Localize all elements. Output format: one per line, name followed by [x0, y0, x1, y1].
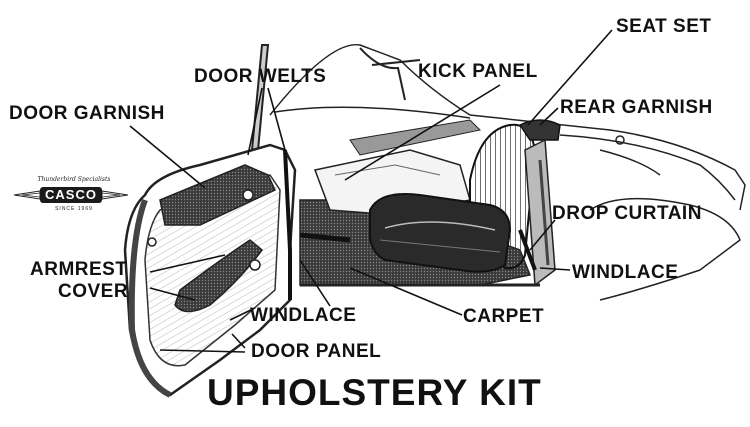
label-kick-panel: KICK PANEL: [418, 61, 538, 82]
leader-windlace-center-1: [229, 307, 256, 321]
leader-windlace-right: [539, 267, 571, 271]
drop-curtain-shape: [518, 138, 556, 287]
leader-door-panel-2: [159, 349, 246, 353]
label-carpet: CARPET: [463, 306, 545, 327]
logo-left-wing: [14, 190, 40, 200]
leader-kick-panel: [344, 84, 501, 181]
logo-brand: CASCO: [40, 187, 102, 203]
logo-right-wing: [102, 190, 128, 200]
leader-door-welts-1: [247, 87, 263, 156]
casco-logo: Thunderbird Specialists CASCO SINCE 1969: [12, 176, 132, 220]
door-welt-shape: [283, 149, 292, 300]
car-body: [269, 43, 746, 301]
leader-lines: [129, 29, 613, 353]
leader-carpet: [349, 267, 463, 316]
label-door-welts: DOOR WELTS: [194, 66, 327, 87]
label-door-panel: DOOR PANEL: [251, 341, 382, 362]
leader-windlace-center-2: [299, 259, 331, 307]
label-windlace-right: WINDLACE: [572, 262, 679, 283]
logo-since: SINCE 1969: [55, 206, 93, 212]
label-rear-garnish: REAR GARNISH: [560, 97, 713, 118]
leader-door-garnish: [129, 125, 206, 189]
label-seat-set: SEAT SET: [616, 16, 712, 37]
label-armrest: ARMREST: [30, 259, 128, 280]
label-windlace-center: WINDLACE: [250, 305, 357, 326]
leader-door-welts-2: [267, 87, 286, 151]
label-drop-curtain: DROP CURTAIN: [552, 203, 702, 224]
armrest-shape: [174, 239, 264, 313]
diagram-title: UPHOLSTERY KIT: [207, 372, 542, 413]
logo-tagline: Thunderbird Specialists: [37, 176, 111, 183]
leader-door-panel-1: [231, 333, 246, 349]
leader-rear-garnish: [539, 107, 559, 126]
door-assembly: [123, 143, 297, 398]
label-door-garnish: DOOR GARNISH: [9, 103, 165, 124]
door-garnish-shape: [159, 164, 276, 226]
leader-armrest-2: [149, 287, 196, 301]
leader-seat-set: [527, 29, 613, 126]
label-cover: COVER: [58, 281, 129, 302]
leader-drop-curtain: [529, 219, 556, 251]
leader-armrest-1: [149, 254, 226, 273]
